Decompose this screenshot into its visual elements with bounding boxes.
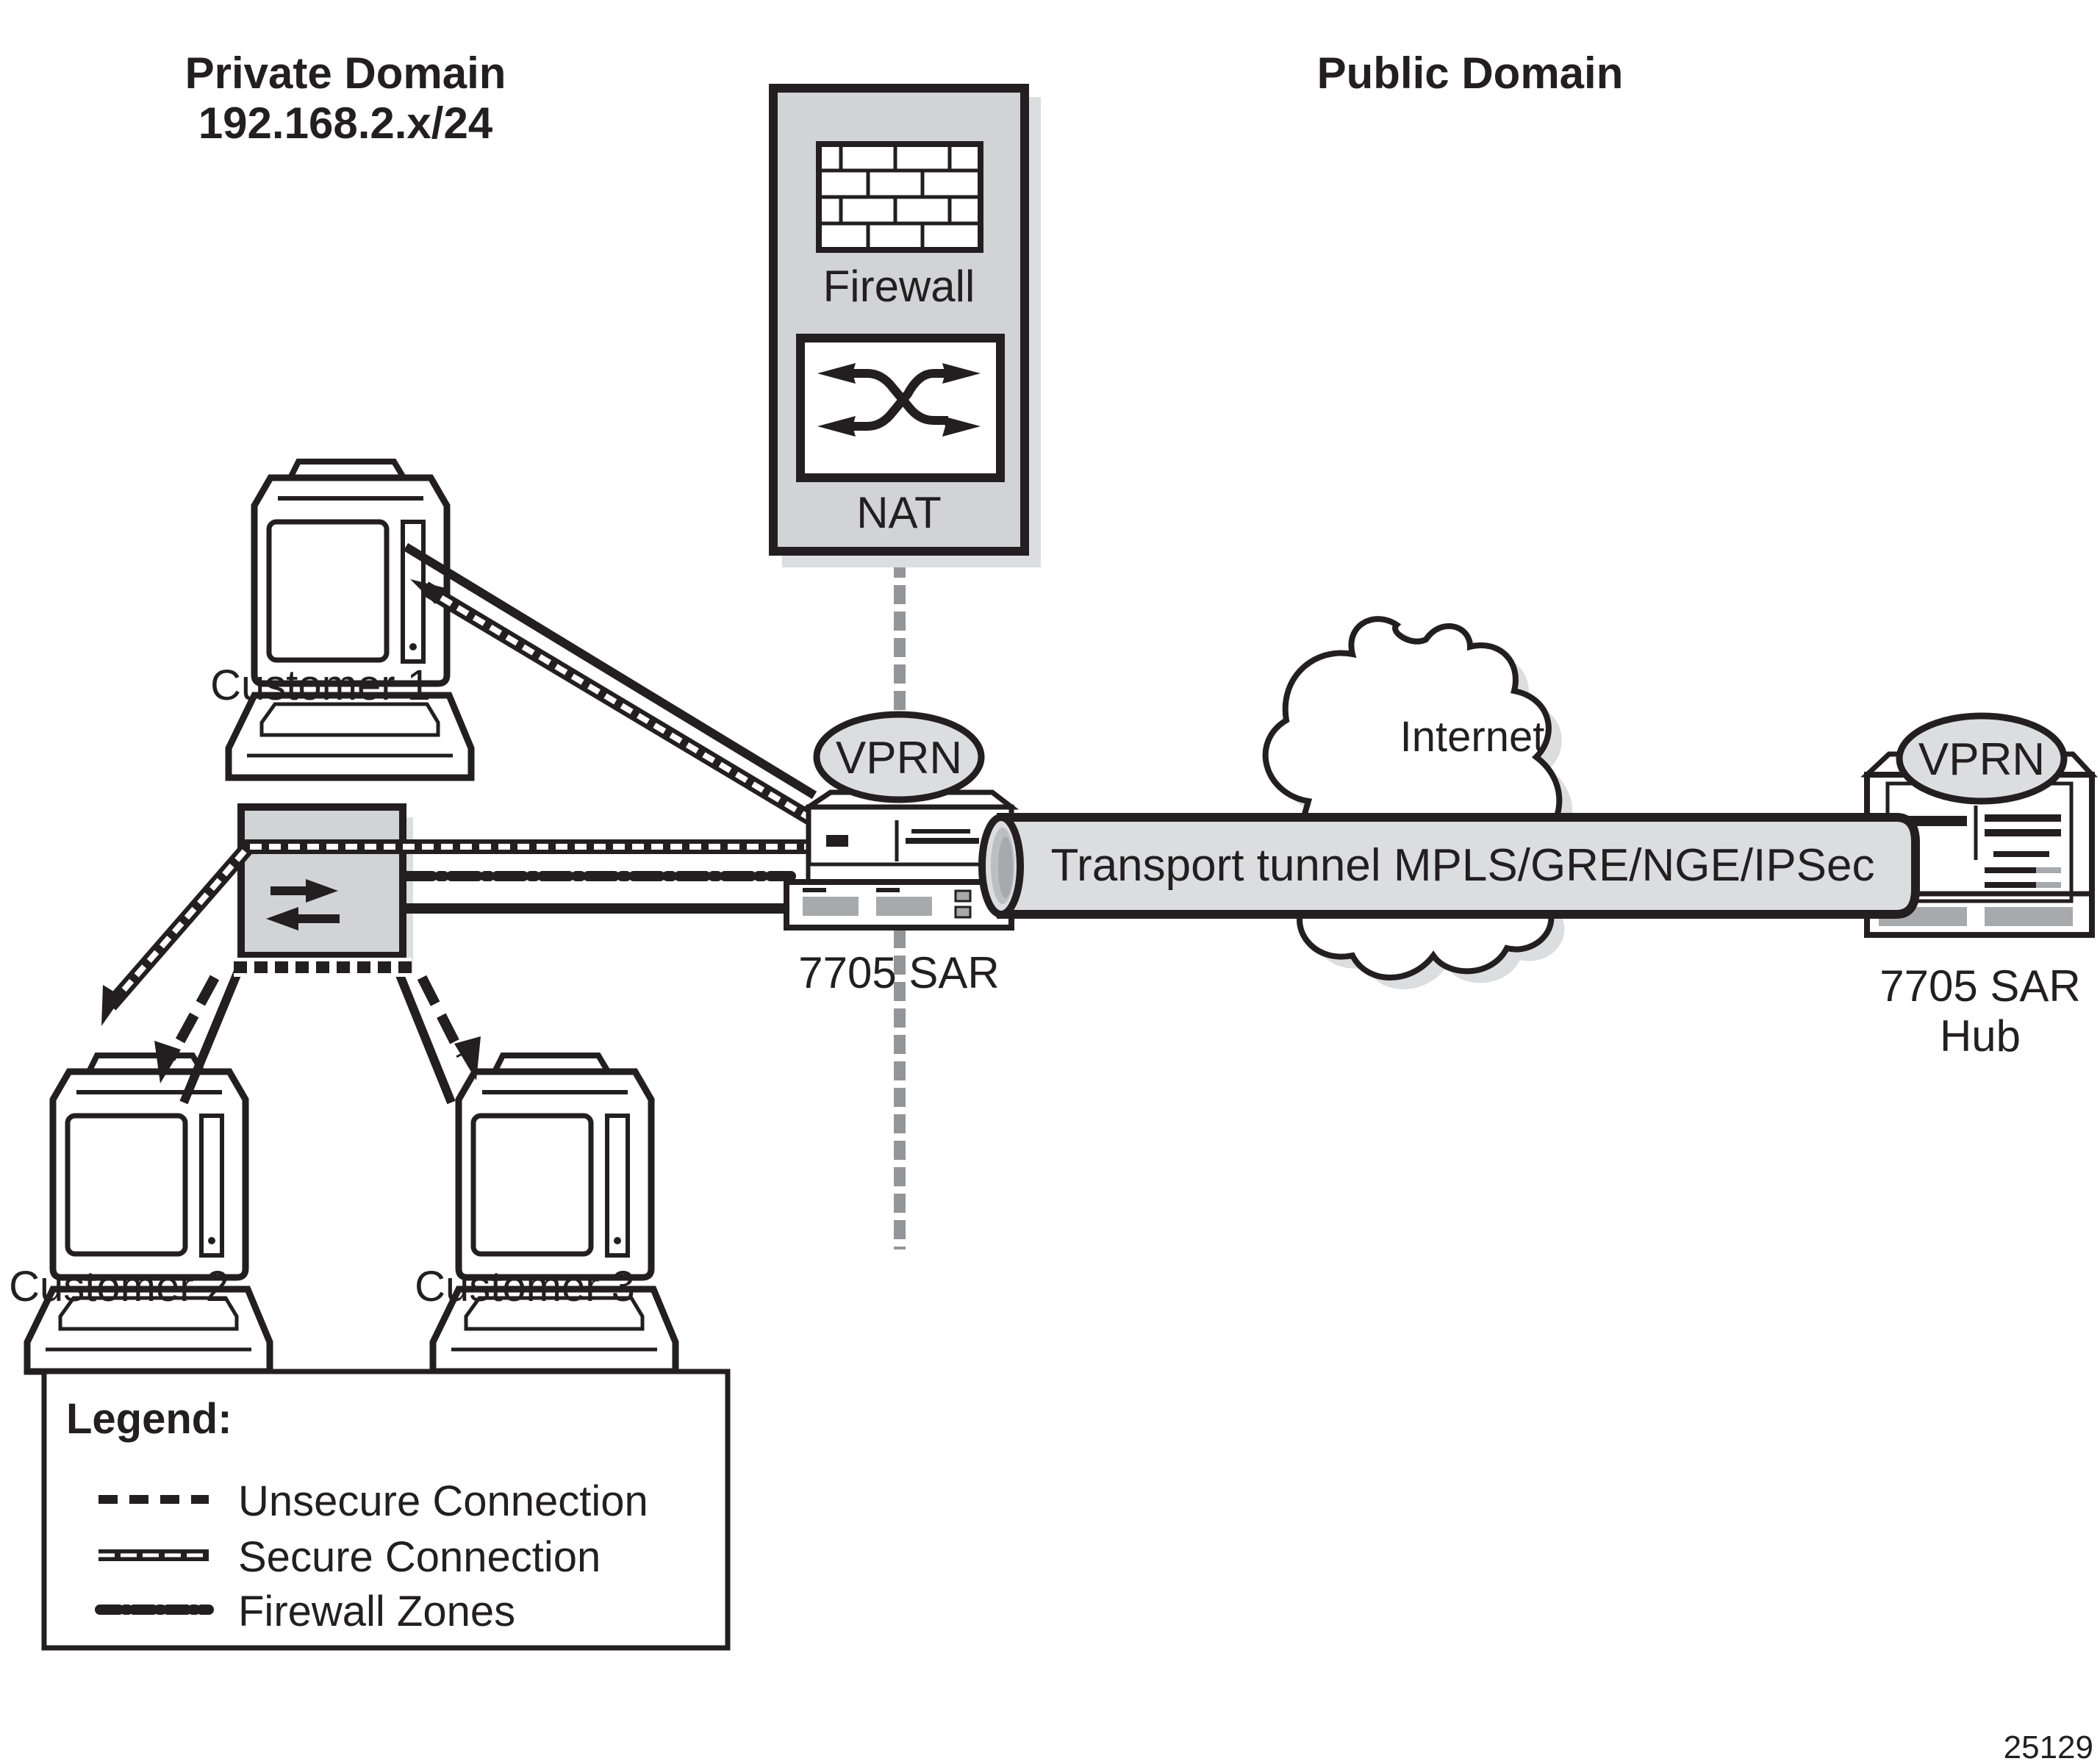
figure-id: 25129 bbox=[2004, 1729, 2093, 1764]
transport-tunnel bbox=[978, 813, 1920, 919]
sar-vprn-label: VPRN bbox=[836, 733, 962, 784]
legend-unsecure-label: Unsecure Connection bbox=[238, 1477, 648, 1525]
internet-label: Internet bbox=[1400, 713, 1545, 761]
nat-label: NAT bbox=[856, 488, 942, 537]
secure-connection-customer2 bbox=[101, 839, 816, 1026]
private-domain-title: Private Domain bbox=[185, 49, 506, 98]
link-switch-customer2 bbox=[179, 955, 248, 1105]
sar-label: 7705 SAR bbox=[798, 948, 1000, 997]
legend-title: Legend: bbox=[66, 1395, 232, 1443]
secure-connection-customer1 bbox=[410, 579, 820, 828]
firewall-icon bbox=[816, 141, 983, 253]
customer-1-pc-icon bbox=[229, 462, 471, 778]
switch-box bbox=[237, 803, 413, 972]
unsecure-connection-switch bbox=[154, 958, 481, 1083]
internet-cloud-icon bbox=[1262, 616, 1573, 989]
hub-label-line2: Hub bbox=[1940, 1011, 2021, 1061]
sar-router-icon bbox=[784, 789, 1019, 931]
link-switch-customer3 bbox=[388, 955, 456, 1105]
customer-2-pc-icon bbox=[27, 1055, 270, 1372]
legend-item-firewall-zones: Firewall Zones bbox=[95, 1588, 515, 1635]
legend-secure-label: Secure Connection bbox=[238, 1533, 601, 1581]
legend-item-unsecure: Unsecure Connection bbox=[98, 1477, 648, 1525]
firewall-label: Firewall bbox=[823, 262, 975, 311]
tunnel-label: Transport tunnel MPLS/GRE/NGE/IPSec bbox=[1050, 840, 1874, 891]
legend-item-secure: Secure Connection bbox=[98, 1533, 601, 1581]
sar-vprn-badge: VPRN bbox=[813, 711, 985, 803]
bidirectional-arrows-icon bbox=[266, 879, 340, 931]
nat-icon bbox=[796, 334, 1005, 482]
link-customer1-sar bbox=[403, 542, 817, 800]
customer-1-label: Customer 1 bbox=[210, 662, 431, 709]
legend: Legend: Unsecure Connection Secure Conne… bbox=[41, 1369, 731, 1651]
hub-label-line1: 7705 SAR bbox=[1879, 961, 2081, 1011]
customer-3-pc-icon bbox=[433, 1055, 675, 1372]
firewall-nat-box: Firewall NAT bbox=[769, 84, 1041, 567]
customer-3-label: Customer 3 bbox=[415, 1263, 635, 1311]
private-domain-subnet: 192.168.2.x/24 bbox=[198, 98, 493, 148]
legend-firewall-zones-label: Firewall Zones bbox=[238, 1588, 515, 1635]
public-domain-title: Public Domain bbox=[1317, 49, 1624, 98]
customer-2-label: Customer 2 bbox=[9, 1263, 229, 1311]
hub-vprn-badge: VPRN bbox=[1896, 712, 2068, 805]
hub-vprn-label: VPRN bbox=[1918, 734, 2045, 785]
